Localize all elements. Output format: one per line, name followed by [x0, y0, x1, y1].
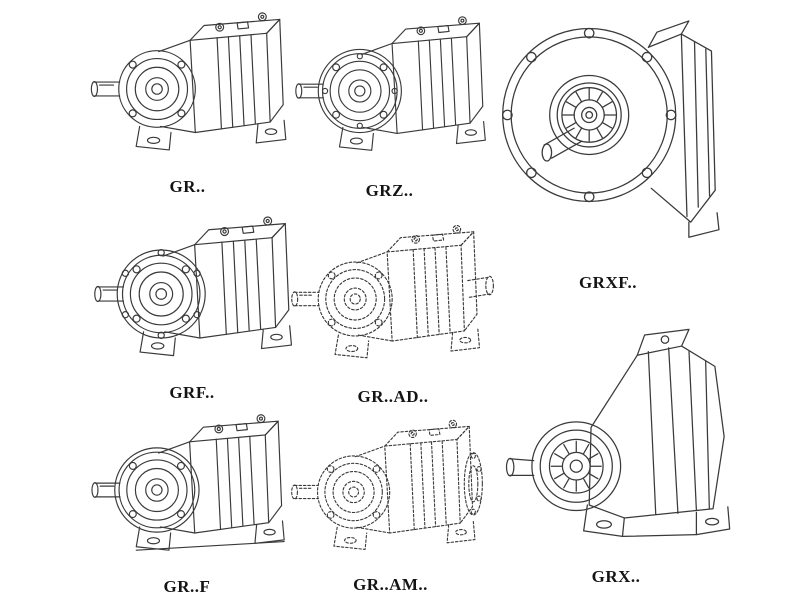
gearbox-label-grf: GRF..: [169, 383, 215, 402]
gearbox-label-grxf: GRXF..: [578, 273, 638, 292]
gearbox-figure-gr-am: GR..AM..: [288, 410, 493, 598]
gearbox-drawing-gr-ad: [291, 224, 494, 359]
gearbox-drawing-grxf: [502, 20, 720, 238]
gearbox-label-gr-am: GR..AM..: [353, 575, 428, 594]
gearbox-drawing-grf: [94, 216, 293, 357]
gearbox-label-grz: GRZ..: [365, 181, 414, 200]
gearbox-label-gr-ad: GR..AD..: [357, 387, 429, 406]
gearbox-drawing-grx: [505, 328, 731, 538]
gearbox-figure-gr: GR..: [70, 2, 305, 200]
gearbox-label-grx: GRX..: [591, 567, 641, 586]
gearbox-figure-gr-f: GR..F: [82, 404, 292, 600]
gearbox-drawing-gr: [90, 12, 287, 151]
gearbox-figure-grx: GRX..: [492, 298, 740, 590]
gearbox-label-gr-f: GR..F: [163, 577, 211, 596]
gearbox-drawing-gr-am: [291, 419, 483, 550]
gearbox-figure-gr-ad: GR..AD..: [288, 212, 498, 410]
gearbox-drawing-gr-f: [91, 414, 285, 551]
gearbox-figure-grf: GRF..: [82, 206, 302, 406]
gearbox-figure-grxf: GRXF..: [488, 4, 728, 296]
gearbox-label-gr: GR..: [169, 177, 206, 196]
gearbox-figure-grz: GRZ..: [292, 2, 487, 204]
gearbox-drawing-grz: [295, 16, 486, 151]
